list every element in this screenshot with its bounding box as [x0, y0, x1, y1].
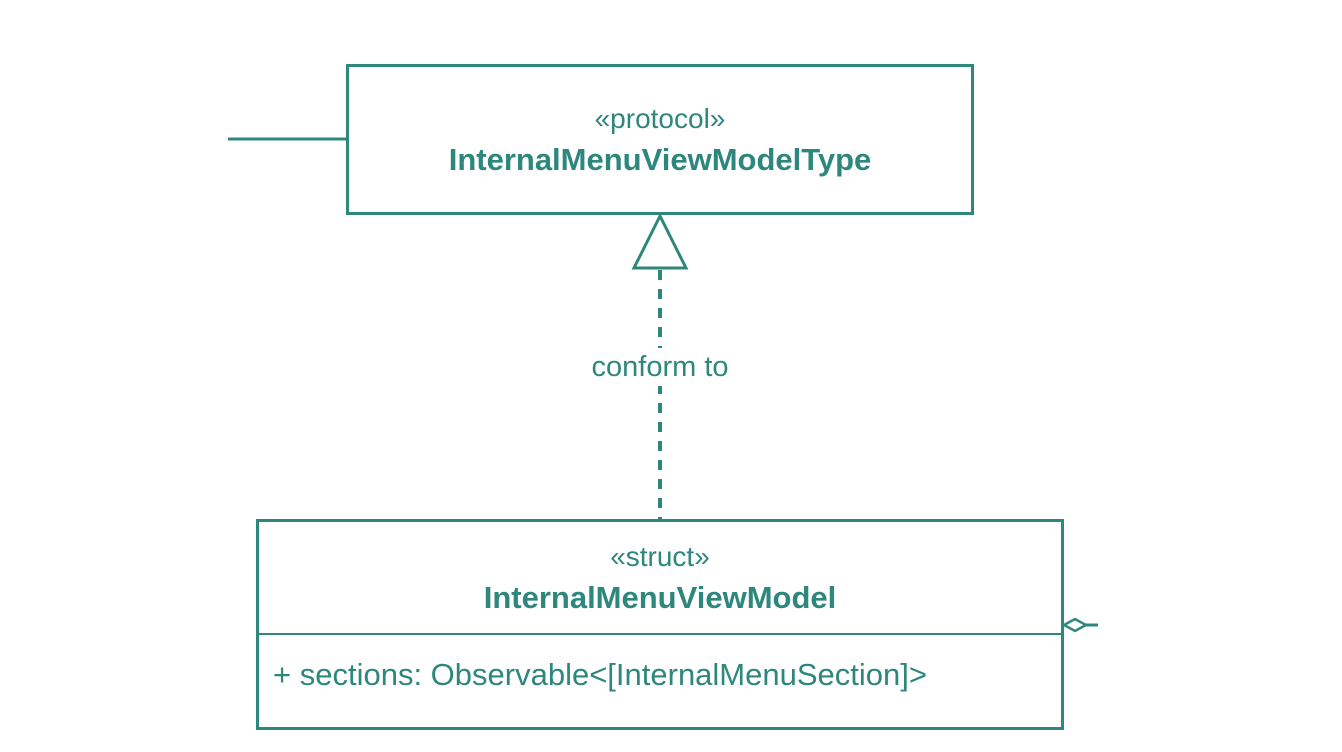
- struct-stereotype: «struct»: [610, 540, 710, 572]
- aggregation-diamond-icon: [1061, 617, 1089, 633]
- struct-member: + sections: Observable<[InternalMenuSect…: [273, 657, 927, 692]
- relation-label: conform to: [560, 348, 760, 386]
- protocol-stereotype: «protocol»: [594, 102, 726, 134]
- struct-members: + sections: Observable<[InternalMenuSect…: [259, 635, 1061, 693]
- protocol-class-box: «protocol» InternalMenuViewModelType: [346, 64, 974, 215]
- struct-class-box: «struct» InternalMenuViewModel + section…: [256, 519, 1064, 730]
- struct-name: InternalMenuViewModel: [483, 579, 837, 615]
- struct-header: «struct» InternalMenuViewModel: [259, 522, 1061, 635]
- realization-arrowhead-icon: [631, 212, 689, 270]
- protocol-name: InternalMenuViewModelType: [448, 141, 872, 177]
